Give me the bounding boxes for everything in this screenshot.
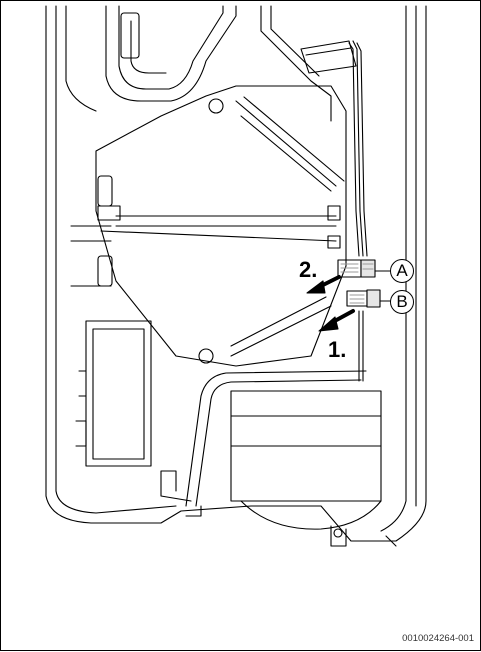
figure-reference: 0010024264-001 [402,633,474,644]
upper-duct [105,5,332,122]
connector-a [337,259,376,278]
filter-cassette [75,320,152,467]
arrow-step-2 [306,275,341,294]
callout-b: B [390,290,414,314]
housing-outline [45,5,427,542]
step-2-label: 2. [299,257,318,282]
heat-exchanger [95,85,347,367]
side-panel [70,225,112,287]
fan-housing [230,390,397,547]
arrow-step-1 [318,309,355,332]
drain-pipe [160,370,367,517]
callout-a: A [390,259,414,283]
connector-b [346,289,381,308]
cable-harness [300,40,368,382]
step-1-label: 1. [328,337,347,362]
